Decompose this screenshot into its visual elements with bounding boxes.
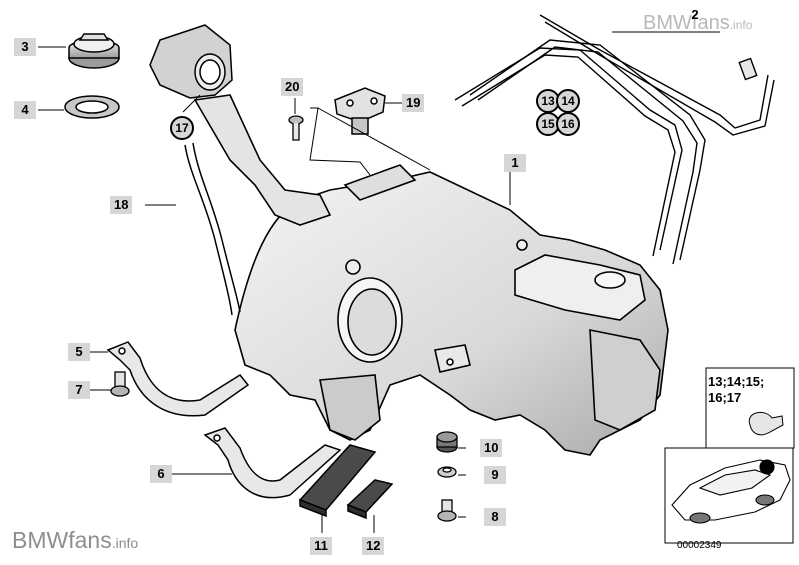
callout-9[interactable]: 9: [484, 466, 506, 484]
pad-12: [346, 479, 394, 520]
callout-10[interactable]: 10: [480, 439, 503, 457]
watermark-top: BMWfans.info: [643, 12, 752, 35]
locator-highlight-dot: [759, 459, 775, 475]
callout-1[interactable]: 1: [504, 154, 526, 172]
diagram-number: 00002349: [677, 540, 722, 551]
car-locator: [671, 459, 791, 524]
bolt-8: [437, 499, 457, 522]
pad-11: [298, 444, 377, 518]
bolt-7: [110, 371, 130, 397]
watermark-top-tld: .info: [729, 18, 753, 32]
kit-inset-label: 13;14;15; 16;17: [708, 374, 764, 406]
tank-strap-5: [106, 341, 250, 417]
filler-housing: [149, 24, 233, 99]
callout-8[interactable]: 8: [484, 508, 506, 526]
fuel-lines: [454, 14, 775, 265]
watermark-top-site: fans: [691, 12, 730, 34]
watermark-top-brand: BMW: [643, 12, 692, 34]
tank-strap-6: [203, 427, 342, 499]
callout-4[interactable]: 4: [14, 101, 36, 119]
callout-20[interactable]: 20: [281, 78, 304, 96]
callout-7[interactable]: 7: [68, 381, 90, 399]
callout-14[interactable]: 14: [556, 89, 580, 113]
fuel-tank: [193, 94, 669, 456]
callout-2[interactable]: 2: [691, 7, 699, 22]
callout-16[interactable]: 16: [556, 112, 580, 136]
kit-inset-label-line2: 16;17: [708, 390, 742, 405]
watermark-bottom-brand: BMW: [12, 527, 69, 553]
callout-19[interactable]: 19: [402, 94, 425, 112]
callout-5[interactable]: 5: [68, 343, 90, 361]
leader-lines: [38, 31, 720, 533]
grommet-10: [436, 431, 458, 453]
kit-inset-label-line1: 13;14;15;: [708, 374, 765, 389]
watermark-bottom: BMWfans.info: [12, 527, 138, 554]
gasket-ring: [64, 95, 120, 119]
callout-11[interactable]: 11: [310, 537, 332, 555]
screw-part20: [288, 115, 304, 141]
vent-valve: [334, 87, 386, 135]
watermark-bottom-tld: .info: [111, 535, 139, 551]
callout-6[interactable]: 6: [150, 465, 172, 483]
callout-18[interactable]: 18: [110, 196, 133, 214]
callout-3[interactable]: 3: [14, 38, 36, 56]
breather-hose: [184, 142, 241, 316]
washer-9: [437, 466, 457, 478]
watermark-bottom-site: fans: [68, 527, 112, 553]
callout-12[interactable]: 12: [362, 537, 385, 555]
callout-17[interactable]: 17: [170, 116, 194, 140]
fuel-cap: [68, 33, 120, 69]
